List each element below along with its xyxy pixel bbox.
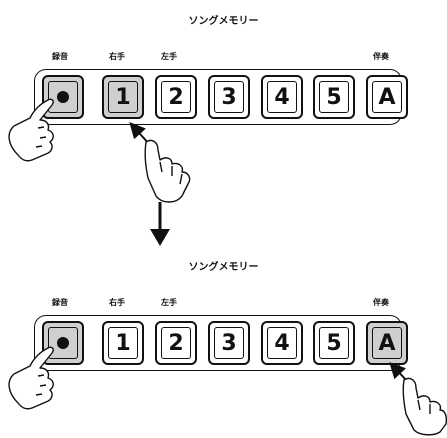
- accompaniment-button[interactable]: A: [366, 321, 408, 365]
- track-3-button[interactable]: 3: [208, 75, 250, 119]
- record-dot-icon: [57, 337, 69, 349]
- label-right-hand: 右手: [109, 52, 125, 61]
- label-record: 録音: [52, 52, 68, 61]
- track-3-button[interactable]: 3: [208, 321, 250, 365]
- record-button[interactable]: [42, 75, 84, 119]
- panel-title: ソングメモリー: [188, 262, 259, 273]
- label-right-hand: 右手: [109, 298, 125, 307]
- track-5-button[interactable]: 5: [313, 75, 355, 119]
- panel-step-2: ソングメモリー 録音 右手 左手 伴奏 1 2 3 4 5 A: [0, 228, 447, 438]
- track-1-button[interactable]: 1: [102, 75, 144, 119]
- track-2-button[interactable]: 2: [155, 75, 197, 119]
- track-5-button[interactable]: 5: [313, 321, 355, 365]
- track-4-button[interactable]: 4: [261, 75, 303, 119]
- panel-title: ソングメモリー: [188, 16, 259, 27]
- label-left-hand: 左手: [161, 298, 177, 307]
- track-4-button[interactable]: 4: [261, 321, 303, 365]
- label-left-hand: 左手: [161, 52, 177, 61]
- track-2-button[interactable]: 2: [155, 321, 197, 365]
- record-dot-icon: [57, 91, 69, 103]
- panel-step-1: ソングメモリー 録音 右手 左手 伴奏 1 2 3 4 5 A: [0, 0, 447, 210]
- record-button[interactable]: [42, 321, 84, 365]
- accompaniment-button[interactable]: A: [366, 75, 408, 119]
- label-accompaniment: 伴奏: [373, 52, 389, 61]
- label-record: 録音: [52, 298, 68, 307]
- label-accompaniment: 伴奏: [373, 298, 389, 307]
- track-1-button[interactable]: 1: [102, 321, 144, 365]
